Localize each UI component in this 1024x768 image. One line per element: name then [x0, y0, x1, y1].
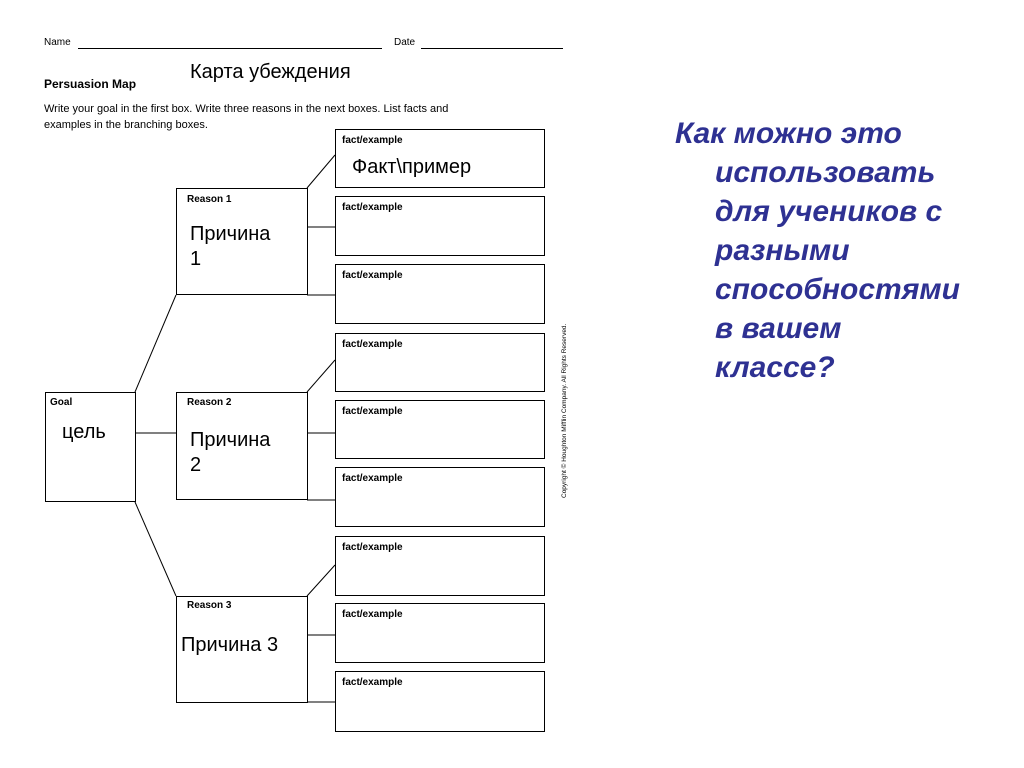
date-row: Date: [394, 37, 415, 48]
question-line-4: разными: [715, 234, 850, 267]
worksheet-title-ru: Карта убеждения: [190, 61, 351, 83]
fact-label-8: fact/example: [342, 609, 403, 620]
fact-1-ru-label: Факт\пример: [352, 156, 472, 178]
fact-label-7: fact/example: [342, 542, 403, 553]
fact-box-4[interactable]: fact/example: [335, 333, 545, 392]
fact-label-2: fact/example: [342, 202, 403, 213]
reason-2-label: Reason 2: [187, 397, 232, 408]
instructions-line-2: examples in the branching boxes.: [44, 119, 208, 131]
fact-box-5[interactable]: fact/example: [335, 400, 545, 459]
name-underline[interactable]: [78, 48, 382, 49]
reason-3-label: Reason 3: [187, 600, 232, 611]
goal-box[interactable]: Goal: [45, 392, 136, 502]
fact-label-4: fact/example: [342, 339, 403, 350]
reason-1-ru-line-1: Причина: [190, 223, 271, 245]
fact-label-9: fact/example: [342, 677, 403, 688]
goal-ru-label: цель: [62, 421, 106, 443]
question-line-3: для учеников с: [715, 195, 943, 228]
copyright-notice: Copyright © Houghton Mifflin Company. Al…: [561, 323, 568, 498]
goal-label: Goal: [50, 397, 73, 408]
reason-2-box[interactable]: Reason 2: [176, 392, 308, 500]
reason-2-ru-line-2: 2: [190, 454, 202, 476]
reason-1-ru-label: Причина 1: [190, 222, 270, 272]
question-line-1: Как можно это: [675, 117, 902, 150]
discussion-question: Как можно это использовать для учеников …: [675, 114, 1015, 387]
fact-label-6: fact/example: [342, 473, 403, 484]
instructions: Write your goal in the first box. Write …: [44, 101, 448, 133]
fact-label-1: fact/example: [342, 135, 403, 146]
reason-3-ru-label: Причина 3: [181, 634, 279, 656]
reason-1-label: Reason 1: [187, 194, 232, 205]
fact-box-2[interactable]: fact/example: [335, 196, 545, 256]
worksheet-title: Persuasion Map: [44, 77, 137, 91]
reason-2-ru-label: Причина 2: [190, 428, 270, 478]
question-line-6: в вашем: [715, 312, 842, 345]
reason-2-ru-line-1: Причина: [190, 429, 271, 451]
fact-box-8[interactable]: fact/example: [335, 603, 545, 663]
reason-1-ru-line-2: 1: [190, 248, 202, 270]
reason-1-box[interactable]: Reason 1: [176, 188, 308, 295]
question-line-5: способностями: [715, 273, 960, 306]
fact-box-9[interactable]: fact/example: [335, 671, 545, 732]
fact-box-6[interactable]: fact/example: [335, 467, 545, 527]
fact-box-3[interactable]: fact/example: [335, 264, 545, 324]
question-line-7: классе?: [715, 351, 835, 384]
name-label: Name: [44, 37, 71, 48]
fact-label-3: fact/example: [342, 270, 403, 281]
reason-3-box[interactable]: Reason 3: [176, 596, 308, 703]
fact-label-5: fact/example: [342, 406, 403, 417]
fact-box-7[interactable]: fact/example: [335, 536, 545, 596]
date-underline[interactable]: [421, 48, 563, 49]
instructions-line-1: Write your goal in the first box. Write …: [44, 103, 449, 115]
question-line-2: использовать: [715, 156, 936, 189]
fact-box-1[interactable]: fact/example: [335, 129, 545, 188]
name-row: Name: [44, 37, 71, 48]
date-label: Date: [394, 37, 416, 48]
